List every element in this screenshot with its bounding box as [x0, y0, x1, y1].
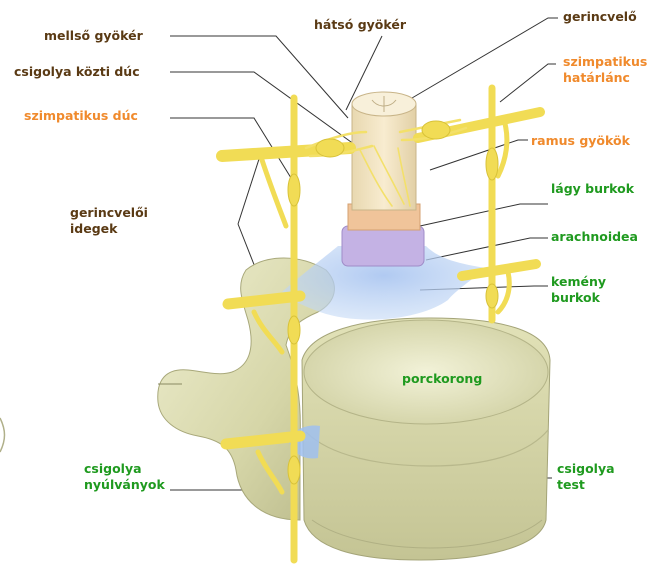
label-gerincveloi-idegek: gerincvelői idegek [70, 205, 148, 237]
pointer-lagy-burkok [419, 203, 548, 227]
label-szimpatikus-duc: szimpatikus dúc [24, 108, 138, 123]
label-csigolya-kozti-duc: csigolya közti dúc [14, 64, 140, 79]
dorsal-root-ganglion-right [421, 120, 451, 140]
pointer-hatso-gyoker [345, 35, 383, 111]
pointer-szimpatikus-duc [170, 117, 297, 187]
label-gerincveloi-idegek-line2: idegek [70, 221, 118, 236]
pointer-ramus-gyokok [429, 139, 528, 171]
vertebral-body [301, 317, 551, 561]
pointer-mellso-gyoker [170, 35, 349, 119]
sympathetic-ganglion-right-1 [485, 147, 499, 181]
spinal-nerve-right-mid [457, 259, 541, 281]
pointer-gerincvelo [411, 17, 558, 99]
label-szimpatikus-hatarlanc: szimpatikus határlánc [563, 54, 647, 86]
label-csigolya-test-line2: test [557, 477, 585, 492]
dura-mater [282, 246, 486, 320]
label-szimpatikus-hatarlanc-line1: szimpatikus [563, 54, 648, 69]
label-csigolya-nyulvanyok-line1: csigolya [84, 461, 142, 476]
label-lagy-burkok: lágy burkok [551, 181, 635, 196]
sympathetic-ganglion-left-2 [287, 315, 301, 345]
label-hatso-gyoker: hátsó gyökér [314, 17, 406, 32]
pointer-arachnoidea [425, 237, 548, 261]
label-mellso-gyoker: mellső gyökér [44, 28, 143, 43]
arachnoid-layer [341, 225, 425, 267]
label-szimpatikus-hatarlanc-line2: határlánc [563, 70, 630, 85]
label-csigolya-nyulvanyok-line2: nyúlványok [84, 477, 165, 492]
label-ramus-gyokok: ramus gyökök [531, 133, 630, 148]
dorsal-root-ganglion-left [315, 138, 345, 158]
label-gerincvelo: gerincvelő [563, 9, 637, 24]
label-csigolya-nyulvanyok: csigolya nyúlványok [84, 461, 165, 493]
label-csigolya-test-line1: csigolya [557, 461, 615, 476]
label-arachnoidea: arachnoidea [551, 229, 638, 244]
label-csigolya-test: csigolya test [557, 461, 615, 493]
pointer-gerincveloi-idegek-a [237, 155, 261, 225]
label-gerincveloi-idegek-line1: gerincvelői [70, 205, 148, 220]
pointer-csigolya-kozti-duc [170, 71, 377, 161]
label-kemeny-burkok-line2: burkok [551, 290, 600, 305]
sympathetic-ganglion-right-2 [485, 283, 499, 309]
ganglia [287, 120, 499, 485]
label-porckorong: porckorong [402, 371, 483, 386]
sympathetic-ganglion-left-1 [287, 173, 301, 207]
spinal-nerve-left-low [220, 430, 306, 450]
spinal-nerve-left-mid [222, 290, 306, 310]
intervertebral-disc [303, 319, 549, 425]
sympathetic-ganglion-left-3 [287, 455, 301, 485]
label-kemeny-burkok: kemény burkok [551, 274, 606, 306]
pointer-szimpatikus-hatarlanc [499, 63, 556, 103]
label-kemeny-burkok-line1: kemény [551, 274, 607, 289]
